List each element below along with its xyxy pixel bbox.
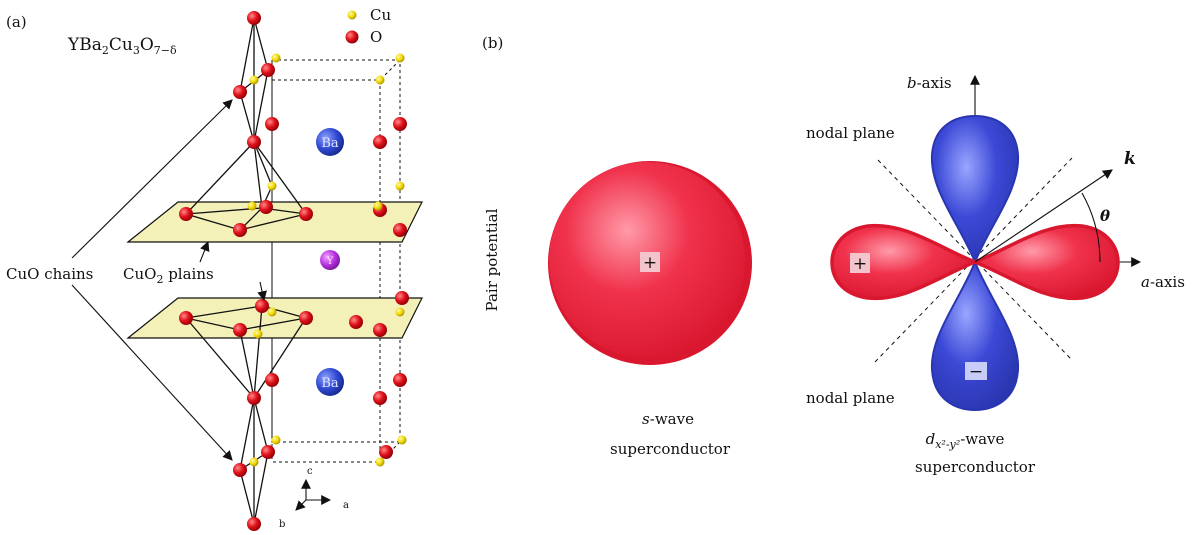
pair-potential-label: Pair potential [483,208,501,311]
d-wave-minus-box [965,362,987,380]
copper-atom [271,53,281,63]
y-label: Y [326,256,334,267]
nodal-plane-label-bottom: nodal plane [806,389,895,407]
d-wave-plus-sign: + [853,254,867,274]
copper-atom [375,457,385,467]
panel-a: (a) YBa2Cu3O7−δ Cu O [6,6,423,531]
oxygen-atom [265,373,279,387]
copper-atom [253,329,263,339]
ba-bottom-label: Ba [321,376,339,391]
axis-a-label: a [343,500,349,511]
ba-top-label: Ba [321,136,339,151]
d-wave-lobe-right-positive [970,223,1120,301]
copper-atom [375,75,385,85]
copper-atom [249,457,259,467]
theta-arc [1081,192,1101,263]
copper-atom [267,307,277,317]
panel-b: (b) Pair potential + s-wave superconduct… [482,34,1185,476]
oxygen-atom [299,311,313,325]
oxygen-atom [179,207,193,221]
atoms [179,11,409,531]
legend-cu-marker [347,10,357,20]
oxygen-atom [349,315,363,329]
atom-legend: Cu O [345,6,391,46]
d-wave-caption-line2: superconductor [915,458,1036,476]
yttrium-atom [320,250,340,270]
oxygen-atom [395,291,409,305]
oxygen-atom [373,323,387,337]
s-wave-diagram: + s-wave superconductor [548,161,752,458]
panel-a-label: (a) [6,13,27,31]
copper-atom [395,307,405,317]
s-wave-caption-line1: s-wave [642,410,694,428]
k-vector [974,169,1113,263]
legend-cu-label: Cu [370,6,391,24]
oxygen-atom [179,311,193,325]
axis-c-label: c [307,466,313,477]
oxygen-atom [261,63,275,77]
annotation-arrows [71,99,267,461]
oxygen-atom [373,391,387,405]
cuo2-plains-label: CuO2 plains [123,265,214,286]
d-wave-caption-line1: dx²-y²-wave [926,430,1005,451]
barium-atom-top [316,128,344,156]
cuo-chains-label: CuO chains [6,265,93,283]
oxygen-atom [233,85,247,99]
oxygen-atom [233,323,247,337]
s-wave-sign: + [643,253,657,273]
oxygen-atom [247,135,261,149]
b-axis-label: b-axis [907,74,952,92]
nodal-plane-label-top: nodal plane [806,124,895,142]
oxygen-atom [393,117,407,131]
d-wave-lobe-top-negative [930,114,1020,265]
copper-atom [267,181,277,191]
oxygen-atom [247,11,261,25]
oxygen-atom [393,223,407,237]
d-wave-plus-box [850,253,870,273]
d-wave-lobe-left-positive [830,223,980,301]
oxygen-atom [261,445,275,459]
copper-atom [395,53,405,63]
s-wave-caption-line2: superconductor [610,440,731,458]
copper-atom [395,181,405,191]
panel-b-label: (b) [482,34,503,52]
oxygen-atom [259,200,273,214]
barium-atom-bottom [316,368,344,396]
theta-label: θ [1100,207,1110,225]
chemical-formula: YBa2Cu3O7−δ [67,35,177,57]
copper-atom [373,201,383,211]
copper-atom [271,435,281,445]
d-wave-diagram: + − b-axis a-axis k θ nodal plane nodal … [806,74,1185,476]
oxygen-atom [373,135,387,149]
oxygen-atom [265,117,279,131]
oxygen-atom [233,223,247,237]
oxygen-atom [247,391,261,405]
crystal-axes-triad [295,478,332,511]
legend-o-marker [345,30,359,44]
oxygen-atom [233,463,247,477]
copper-atom [397,435,407,445]
oxygen-atom [255,299,269,313]
legend-o-label: O [370,28,382,46]
cuo2-plane-lower [126,297,423,339]
a-axis-label: a-axis [1141,273,1185,291]
copper-atom [247,201,257,211]
d-wave-lobe-bottom-negative [930,259,1020,412]
d-wave-minus-sign: − [969,362,983,382]
copper-atom [249,75,259,85]
axis-b-label: b [279,519,285,530]
oxygen-atom [379,445,393,459]
s-wave-sign-box [640,252,660,272]
oxygen-atom [299,207,313,221]
k-vector-label: k [1124,149,1136,169]
oxygen-atom [247,517,261,531]
oxygen-atom [393,373,407,387]
